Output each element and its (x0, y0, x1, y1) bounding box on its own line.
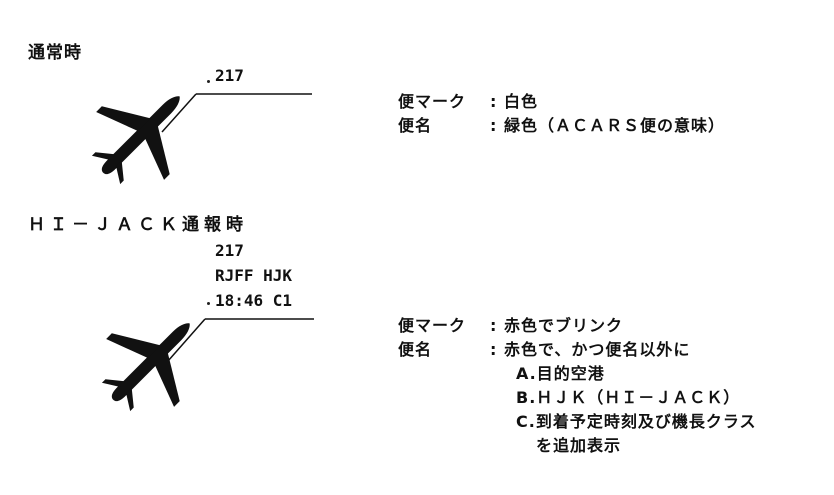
sub-item-added-display: を追加表示 (536, 436, 622, 455)
legend-value: 赤色でブリンク (503, 316, 623, 335)
legend-value: 緑色（ＡＣＡＲＳ便の意味） (503, 116, 725, 135)
legend-sep: : (490, 92, 498, 111)
flight-label-hijack: 217 RJFF HJK 18:46 C1 (215, 238, 292, 313)
legend-hijack: 便マーク: 赤色でブリンク 便名: 赤色で、かつ便名以外に A.目的空港 B.Ｈ… (398, 314, 757, 458)
legend-sep: : (490, 116, 498, 135)
legend-row-callsign: 便名: 緑色（ＡＣＡＲＳ便の意味） (398, 114, 725, 138)
flight-label-line-route: RJFF HJK (215, 266, 293, 285)
legend-row-callsign: 便名: 赤色で、かつ便名以外に (398, 338, 757, 362)
legend-row-mark: 便マーク: 白色 (398, 90, 725, 114)
flight-label-leader-line (167, 318, 206, 362)
aircraft-symbol-hijack (101, 318, 314, 412)
legend-key: 便名 (398, 340, 433, 359)
section-heading-normal: 通常時 (28, 43, 82, 63)
sub-item-list: A.目的空港 B.ＨＪＫ（ＨＩ－ＪＡＣＫ） C.到着予定時刻及び機長クラス を追… (398, 362, 757, 458)
section-heading-hijack: ＨＩ－ＪＡＣＫ通報時 (28, 215, 248, 235)
flight-label-line-eta: 18:46 C1 (215, 291, 293, 310)
legend-sep: : (490, 340, 498, 359)
sub-item-eta-captain: C.到着予定時刻及び機長クラス (516, 412, 757, 431)
sub-item-destination: A.目的空港 (516, 364, 605, 383)
aircraft-icon (91, 96, 180, 185)
legend-row-mark: 便マーク: 赤色でブリンク (398, 314, 757, 338)
legend-value: 白色 (503, 92, 538, 111)
legend-key: 便名 (398, 116, 433, 135)
legend-normal: 便マーク: 白色 便名: 緑色（ＡＣＡＲＳ便の意味） (398, 90, 725, 138)
flight-label-line-callsign: 217 (215, 241, 244, 260)
flight-label-leader-line (161, 93, 197, 133)
legend-sep: : (490, 316, 498, 335)
leader-dot (207, 302, 210, 305)
flight-label-normal: 217 (215, 66, 244, 85)
aircraft-icon (101, 323, 190, 412)
legend-key: 便マーク (398, 316, 467, 335)
aircraft-symbol-normal (91, 93, 312, 185)
sub-item-hjk: B.ＨＪＫ（ＨＩ－ＪＡＣＫ） (516, 388, 741, 407)
leader-dot (207, 80, 210, 83)
legend-value: 赤色で、かつ便名以外に (503, 340, 691, 359)
legend-key: 便マーク (398, 92, 467, 111)
